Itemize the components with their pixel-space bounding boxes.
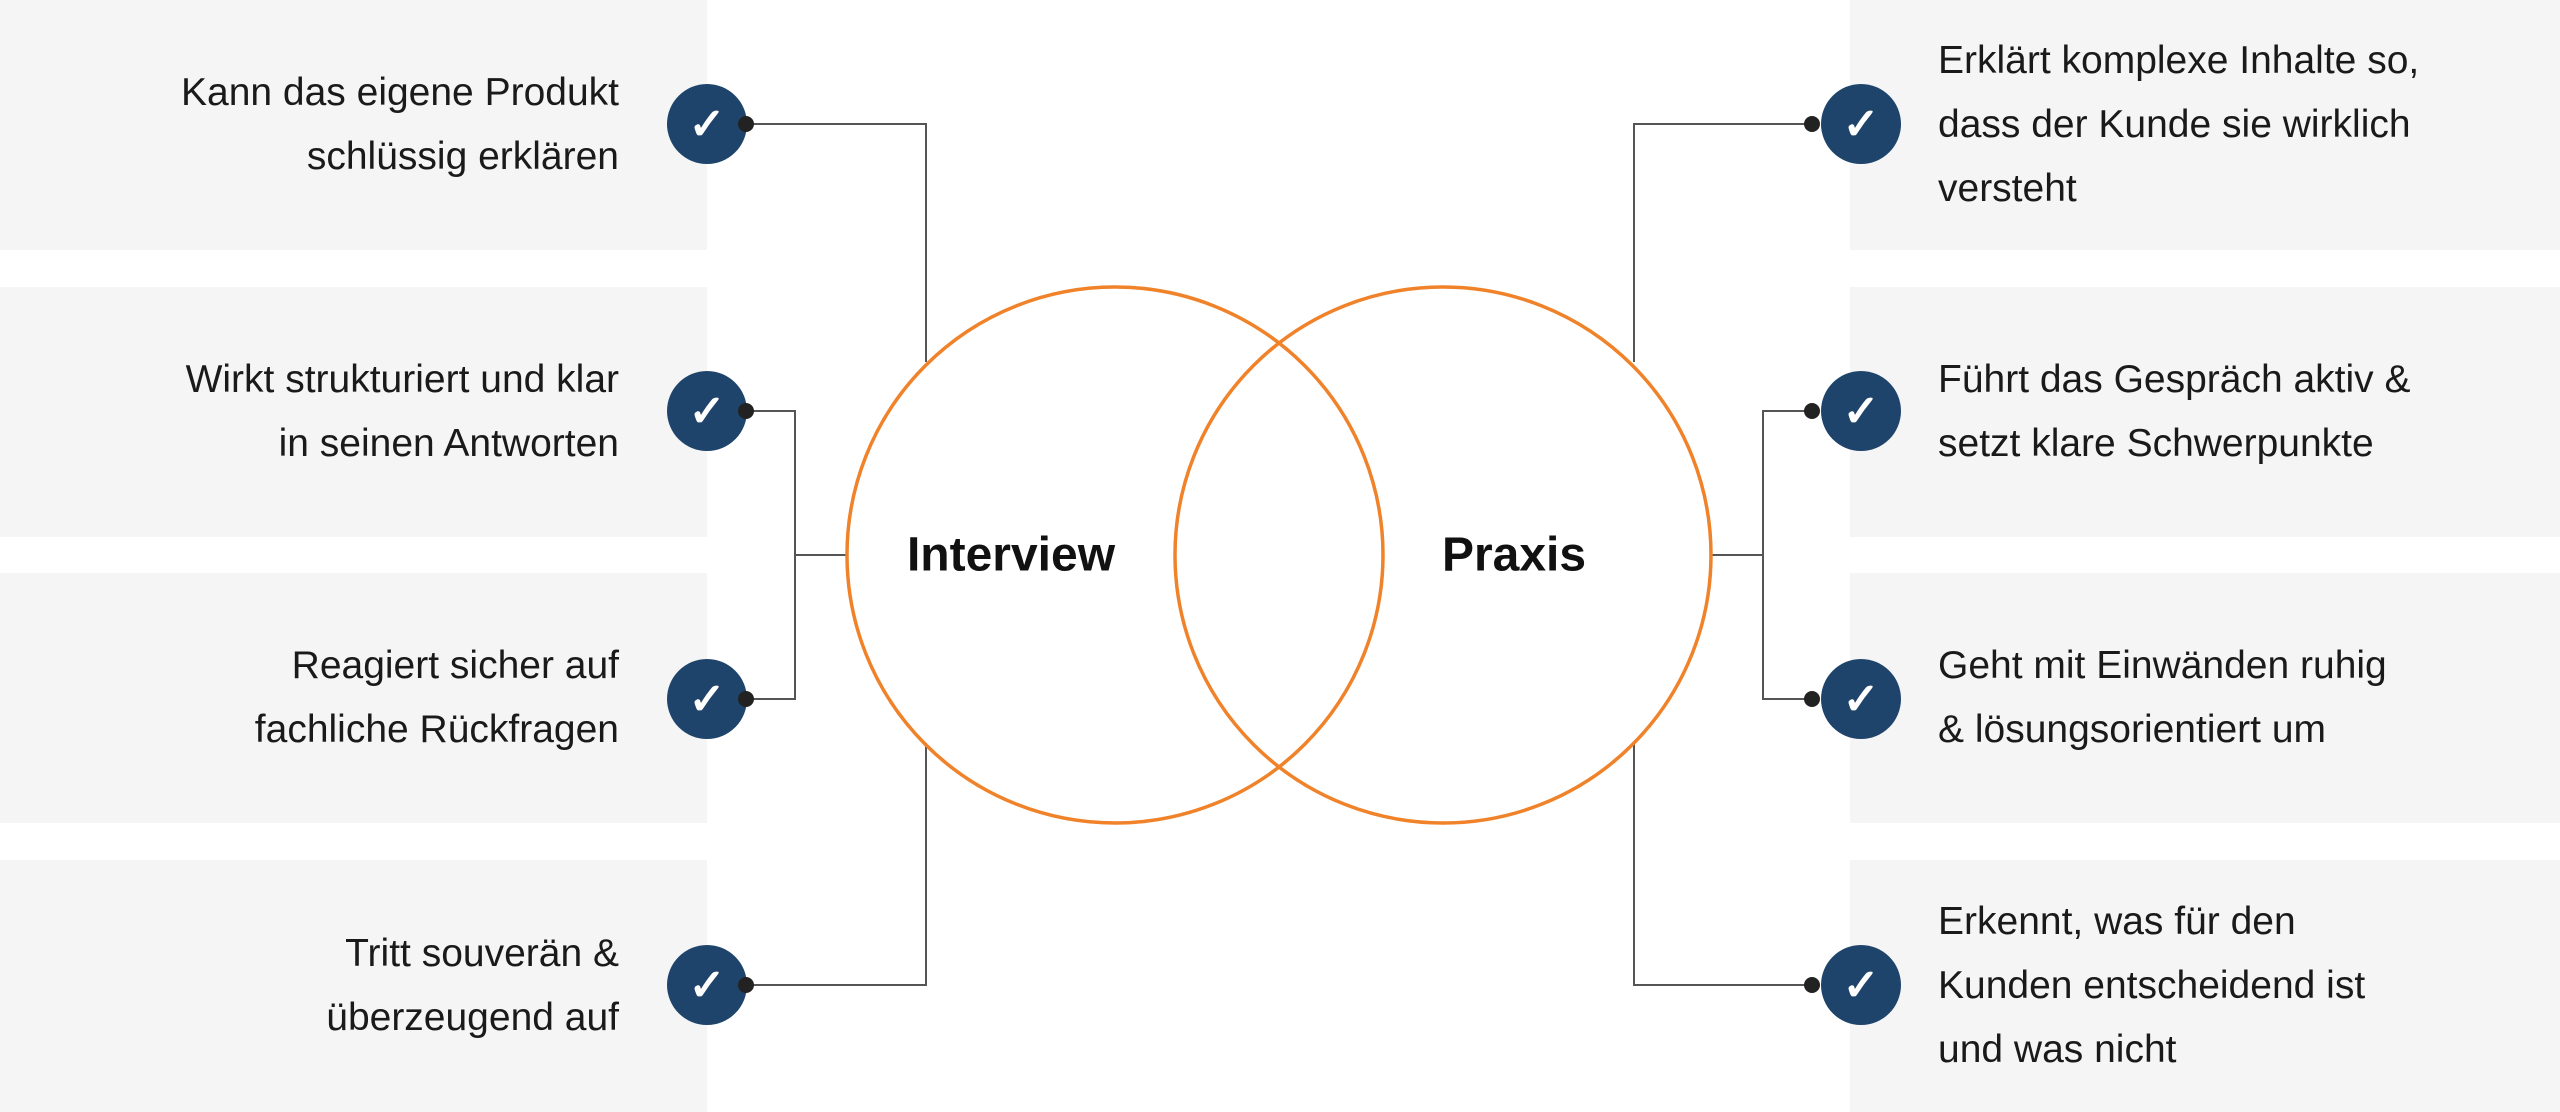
connector-dot <box>738 691 754 707</box>
item-text: setzt klare Schwerpunkte <box>1938 422 2374 465</box>
left-item-3: Reagiert sicher auf fachliche Rückfragen <box>0 573 707 823</box>
item-text: Wirkt strukturiert und klar <box>185 358 619 401</box>
item-text: Kann das eigene Produkt <box>181 71 619 114</box>
interview-label: Interview <box>906 528 1116 582</box>
right-item-2: Führt das Gespräch aktiv & setzt klare Sc… <box>1850 287 2560 537</box>
item-text: überzeugend auf <box>326 996 619 1039</box>
item-text: schlüssig erklären <box>306 135 619 178</box>
left-item-2: Wirkt strukturiert und klar in seinen Ant… <box>0 287 707 537</box>
item-text: Reagiert sicher auf <box>291 644 619 687</box>
item-text: Führt das Gespräch aktiv & <box>1938 358 2411 401</box>
praxis-label: Praxis <box>1441 528 1587 582</box>
right-item-3: Geht mit Einwänden ruhig & lösungsorienti… <box>1850 573 2560 823</box>
check-icon: ✓ <box>667 84 747 164</box>
right-item-1: Erklärt komplexe Inhalte so, dass der Kun… <box>1850 0 2560 250</box>
check-icon: ✓ <box>1821 659 1901 739</box>
interview-circle <box>845 285 1385 825</box>
connector-dot <box>1804 691 1820 707</box>
left-item-4: Tritt souverän & überzeugend auf <box>0 860 707 1112</box>
connector-dot <box>1804 977 1820 993</box>
item-text: in seinen Antworten <box>278 422 619 465</box>
left-item-1: Kann das eigene Produkt schlüssig erkläre… <box>0 0 707 250</box>
item-text: Tritt souverän & <box>345 932 619 975</box>
item-text: Erkennt, was für den <box>1938 900 2296 943</box>
connector-dot <box>1804 116 1820 132</box>
item-text: Kunden entscheidend ist <box>1938 964 2366 1007</box>
check-icon: ✓ <box>667 371 747 451</box>
item-text: Erklärt komplexe Inhalte so, <box>1938 39 2420 82</box>
check-icon: ✓ <box>1821 371 1901 451</box>
item-text: dass der Kunde sie wirklich <box>1938 103 2411 146</box>
connector-dot <box>738 977 754 993</box>
check-icon: ✓ <box>667 945 747 1025</box>
item-text: versteht <box>1938 167 2077 210</box>
praxis-circle <box>1173 285 1713 825</box>
item-text: und was nicht <box>1938 1028 2177 1071</box>
check-icon: ✓ <box>667 659 747 739</box>
connector-dot <box>738 403 754 419</box>
connector-dot <box>1804 403 1820 419</box>
connector-dot <box>738 116 754 132</box>
item-text: Geht mit Einwänden ruhig <box>1938 644 2387 687</box>
check-icon: ✓ <box>1821 84 1901 164</box>
connector-lines <box>746 123 1812 986</box>
item-text: & lösungsorientiert um <box>1938 708 2327 751</box>
item-text: fachliche Rückfragen <box>254 708 619 751</box>
check-icon: ✓ <box>1821 945 1901 1025</box>
